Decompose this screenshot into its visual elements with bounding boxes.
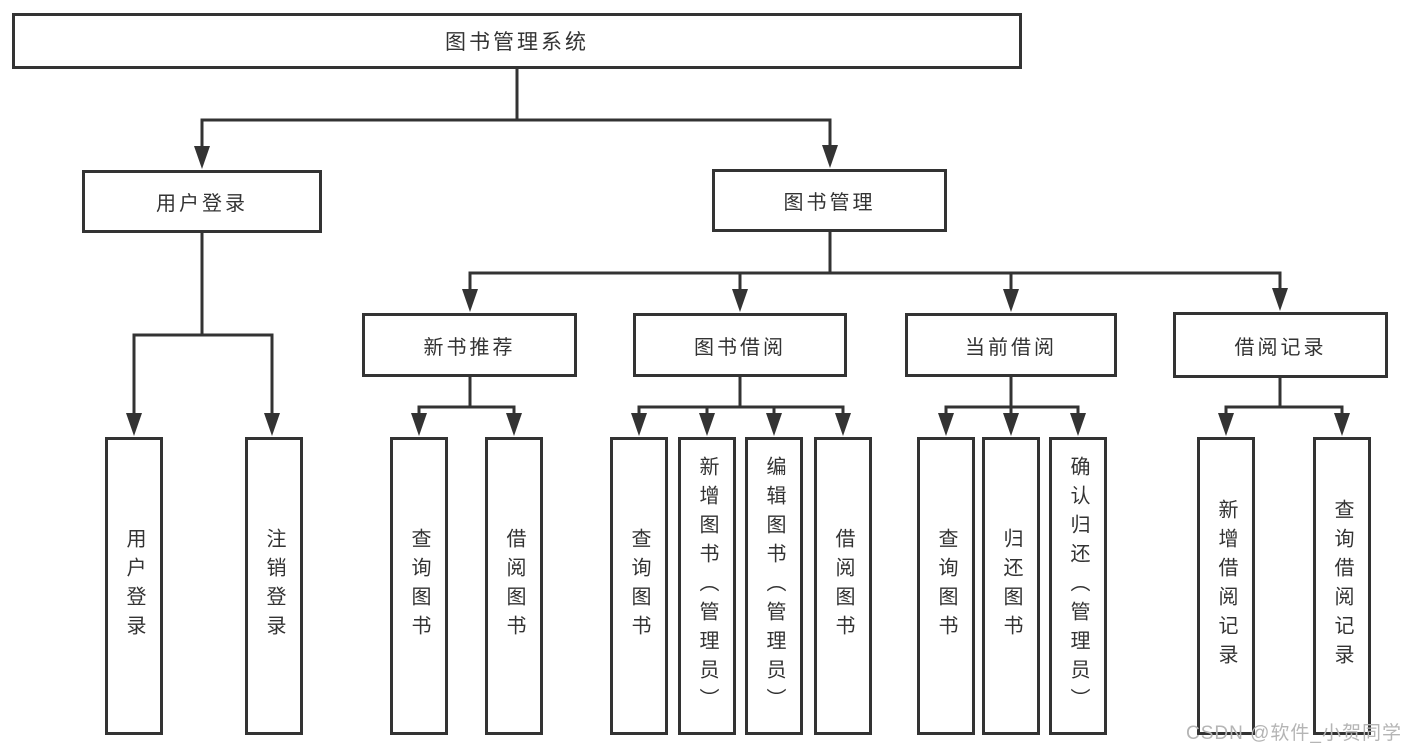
arrowhead-icon [1334,413,1350,436]
arrowhead-icon [1218,413,1234,436]
arrowhead-icon [411,413,427,436]
node-new-book-recommend: 新书推荐 [362,313,577,377]
arrowhead-icon [732,289,748,312]
arrowhead-icon [194,146,210,169]
leaf-current-query-books: 查询图书 [917,437,975,735]
arrowhead-icon [1003,413,1019,436]
arrowhead-icon [699,413,715,436]
csdn-watermark: CSDN @软件_小贺同学 [1186,723,1402,744]
node-book-borrowing: 图书借阅 [633,313,847,377]
leaf-borrowing-query-books: 查询图书 [610,437,668,735]
arrowhead-icon [264,413,280,436]
arrowhead-icon [766,413,782,436]
leaf-newbook-query-books: 查询图书 [390,437,448,735]
arrowhead-icon [938,413,954,436]
arrowhead-icon [631,413,647,436]
node-root: 图书管理系统 [12,13,1022,69]
arrowhead-icon [1003,289,1019,312]
node-user-login: 用户登录 [82,170,322,233]
arrowhead-icon [1070,413,1086,436]
arrowhead-icon [126,413,142,436]
leaf-borrowing-borrow-books: 借阅图书 [814,437,872,735]
connector-paths [132,68,1344,416]
arrowhead-icon [462,289,478,312]
arrowhead-icon [1272,288,1288,311]
node-borrowing-records: 借阅记录 [1173,312,1388,378]
arrowhead-icon [835,413,851,436]
leaf-user-login: 用户登录 [105,437,163,735]
leaf-logout: 注销登录 [245,437,303,735]
leaf-records-query-record: 查询借阅记录 [1313,437,1371,735]
leaf-current-return-books: 归还图书 [982,437,1040,735]
leaf-borrowing-add-books-admin: 新增图书（管理员） [678,437,736,735]
leaf-newbook-borrow-books: 借阅图书 [485,437,543,735]
leaf-borrowing-edit-books-admin: 编辑图书（管理员） [745,437,803,735]
arrowheads [126,145,1350,436]
node-current-borrowing: 当前借阅 [905,313,1117,377]
arrowhead-icon [506,413,522,436]
node-book-management: 图书管理 [712,169,947,232]
leaf-records-add-record: 新增借阅记录 [1197,437,1255,735]
arrowhead-icon [822,145,838,168]
leaf-current-confirm-return-admin: 确认归还（管理员） [1049,437,1107,735]
